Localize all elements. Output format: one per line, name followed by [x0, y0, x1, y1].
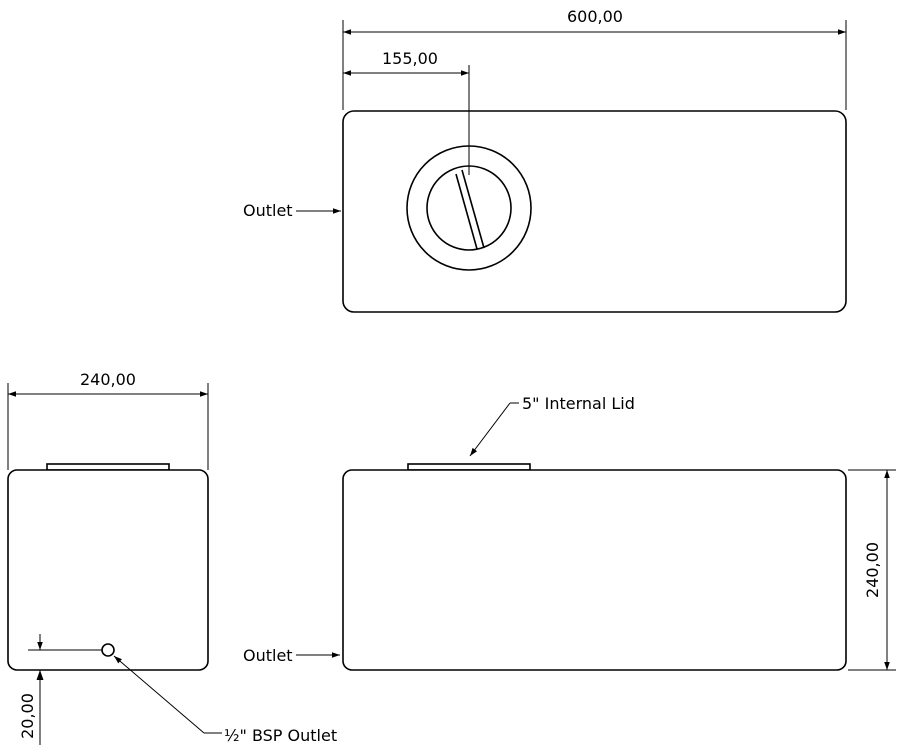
front-lid-bump	[407, 463, 531, 471]
lid-leader-arrow	[469, 402, 511, 457]
side-lid-bump	[46, 463, 170, 471]
height-dimension: 240,00	[863, 542, 882, 598]
outlet-height-dimension: 20,00	[18, 693, 37, 739]
front-view: 5" Internal Lid 240,00 Outlet	[243, 394, 896, 671]
front-outlet-label: Outlet	[243, 646, 293, 665]
lid-offset-dimension: 155,00	[382, 49, 438, 68]
top-view: 600,00 155,00 Outlet	[243, 7, 847, 313]
side-width-dimension: 240,00	[80, 370, 136, 389]
overall-width-dimension: 600,00	[567, 7, 623, 26]
lid-inner-ring	[426, 165, 512, 251]
side-view: 240,00 20,00 ½" BSP Outlet	[7, 370, 337, 745]
outlet-height-arrow-bottom	[36, 670, 44, 680]
internal-lid-label: 5" Internal Lid	[522, 394, 635, 413]
bsp-outlet-label: ½" BSP Outlet	[224, 726, 337, 745]
tank-front-outline	[342, 469, 847, 671]
bsp-outlet-circle	[101, 643, 115, 657]
lid-slot-line-left	[455, 173, 478, 250]
lid-slot-line-right	[461, 169, 485, 249]
bsp-leader-arrow	[113, 655, 205, 734]
top-outlet-label: Outlet	[243, 201, 293, 220]
tank-side-outline	[7, 469, 209, 671]
